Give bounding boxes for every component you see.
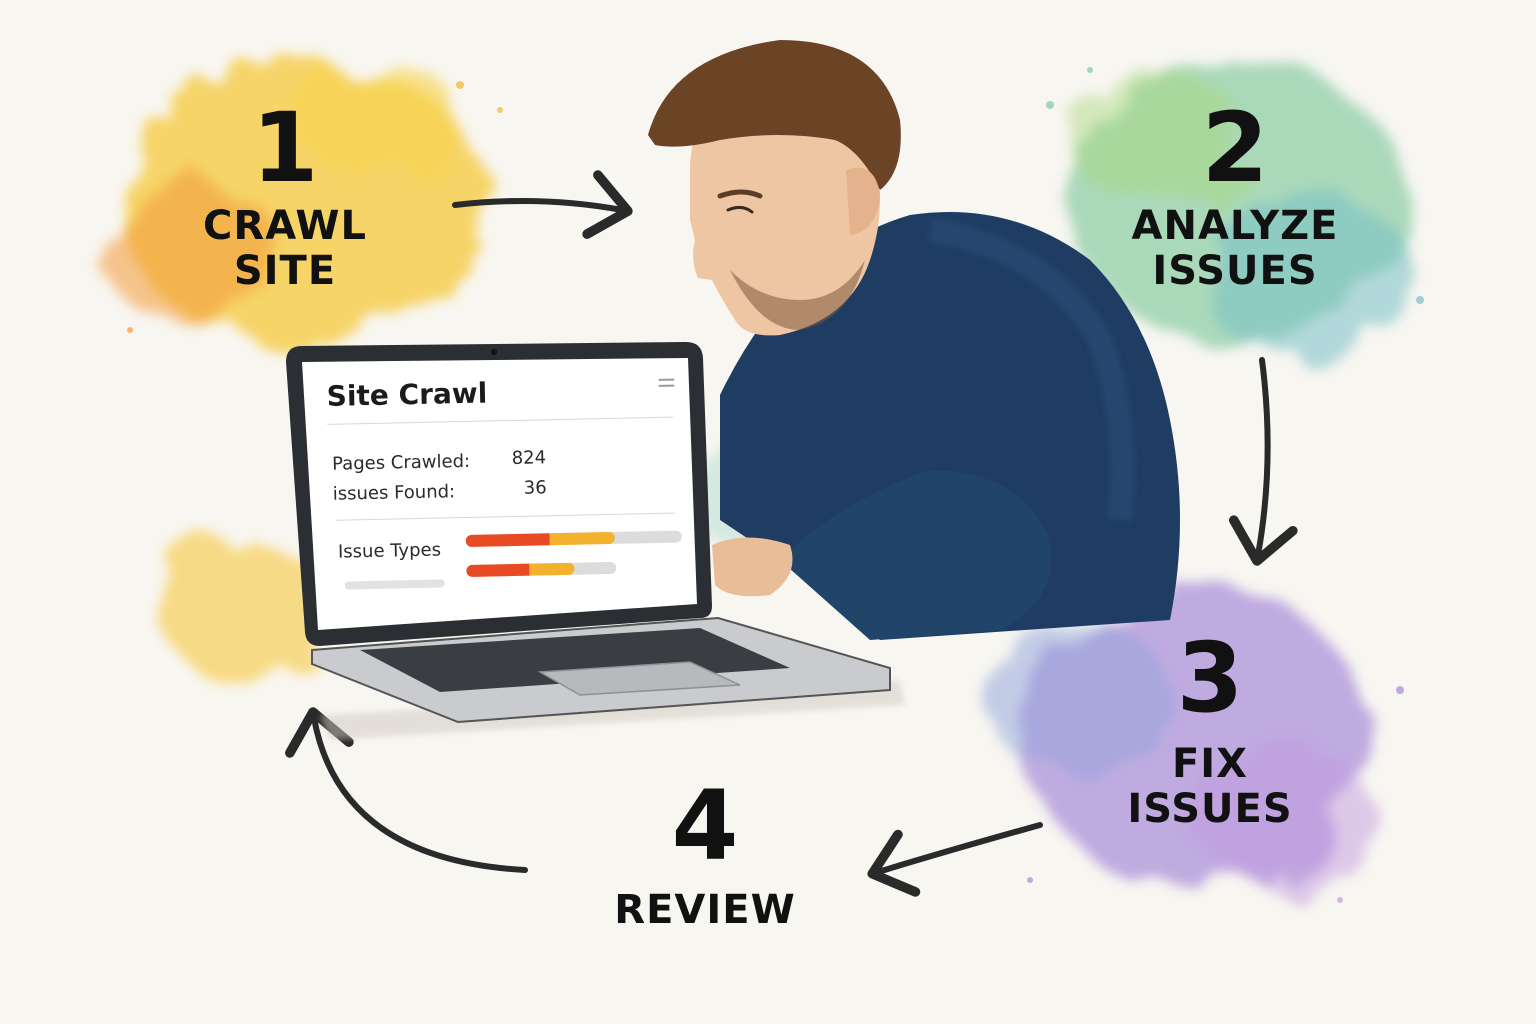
divider xyxy=(327,416,674,425)
step-label: REVIEW xyxy=(614,887,796,933)
issue-bar-segment-red xyxy=(465,533,551,547)
trackpad xyxy=(537,661,741,696)
pages-crawled-label: Pages Crawled: xyxy=(331,450,471,475)
face xyxy=(690,84,880,336)
step-label: CRAWL SITE xyxy=(203,203,367,294)
step-label: FIX ISSUES xyxy=(1127,741,1293,832)
torso-shade xyxy=(927,218,1135,522)
yellow-splash-lower xyxy=(160,540,340,680)
webcam-icon xyxy=(491,349,497,355)
step-number: 4 xyxy=(671,770,739,882)
yellow-splash xyxy=(100,60,490,340)
step-label: ANALYZE ISSUES xyxy=(1131,203,1339,294)
green-splash xyxy=(1065,60,1410,350)
hand xyxy=(712,537,793,597)
ear xyxy=(846,167,880,235)
step-number: 1 xyxy=(251,92,319,204)
screen-title: Site Crawl xyxy=(326,376,488,413)
step-number: 2 xyxy=(1201,92,1269,204)
arrow-2-to-3 xyxy=(1228,357,1298,566)
beard xyxy=(730,260,865,330)
arm xyxy=(780,470,1052,640)
issue-bar-placeholder xyxy=(344,579,445,590)
hair xyxy=(648,40,901,190)
keyboard xyxy=(360,628,790,692)
issues-found-label: issues Found: xyxy=(332,481,456,505)
brow xyxy=(717,189,763,199)
pages-crawled-value: 824 xyxy=(511,447,547,470)
issue-bar xyxy=(466,561,617,577)
person-figure xyxy=(648,40,1180,640)
issue-bar-segment-red xyxy=(466,563,530,577)
step-number: 3 xyxy=(1176,622,1244,734)
menu-icon[interactable] xyxy=(658,378,675,391)
arrow-1-to-2 xyxy=(452,170,633,239)
arrow-3-to-4 xyxy=(867,822,1043,897)
issue-bar-segment-orange xyxy=(529,562,575,576)
step-analyze-issues: 2 ANALYZE ISSUES xyxy=(1100,100,1370,294)
paint-splatter xyxy=(127,67,1424,903)
issues-found-value: 36 xyxy=(523,477,547,499)
divider xyxy=(335,512,676,521)
issue-types-label: Issue Types xyxy=(337,539,442,563)
site-crawl-screen: Site Crawl Pages Crawled: 824 issues Fou… xyxy=(320,354,693,614)
issue-bar xyxy=(465,530,682,547)
step-crawl-site: 1 CRAWL SITE xyxy=(160,100,410,294)
step-fix-issues: 3 FIX ISSUES xyxy=(1090,630,1330,832)
step-review: 4 REVIEW xyxy=(585,778,825,933)
issue-bar-segment-orange xyxy=(549,531,615,546)
arrow-4-to-1 xyxy=(285,707,528,873)
purple-splash xyxy=(990,590,1380,890)
eye xyxy=(726,205,754,214)
